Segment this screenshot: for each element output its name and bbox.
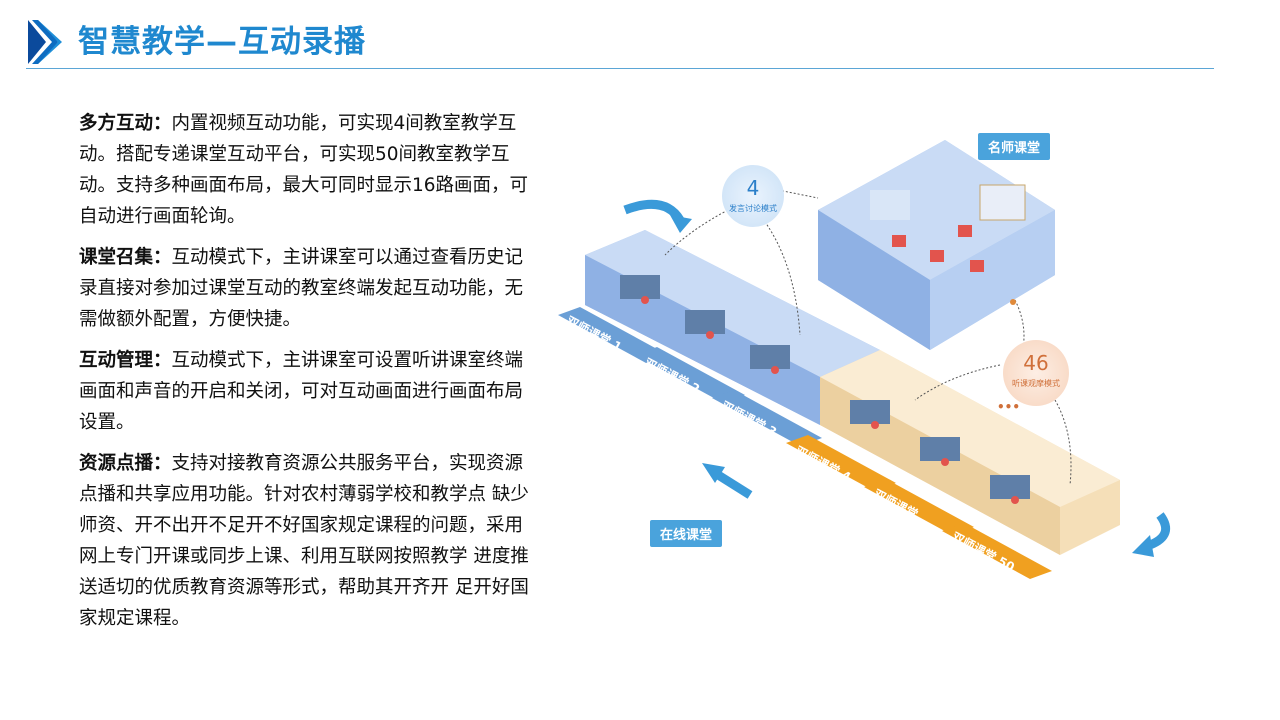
dual-teacher-rooms-blue [585, 230, 880, 425]
classroom-illustration [558, 140, 1171, 579]
page-title: 智慧教学—互动录播 [78, 24, 366, 60]
title-divider [26, 68, 1214, 69]
classroom-diagram: 名师课堂 在线课堂 4 发言讨论模式 46 听课观摩模式 ••• 双师课堂 1 … [550, 115, 1240, 605]
paragraph-body: 互动模式下，主讲课室可设置听讲课室终端画面和声音的开启和关闭，可对互动画面进行画… [79, 350, 524, 433]
paragraph-body: 支持对接教育资源公共服务平台，实现资源点播和共享应用功能。针对农村薄弱学校和教学… [79, 453, 529, 629]
observe-count: 46 [1023, 351, 1049, 375]
title-chevron-icon [28, 20, 62, 64]
feature-description: 多方互动：内置视频互动功能，可实现4间教室教学互动。搭配专递课堂互动平台，可实现… [79, 108, 539, 644]
room-labels [558, 307, 1052, 579]
discussion-count: 4 [746, 176, 760, 200]
paragraph-convene: 课堂召集：互动模式下，主讲课室可以通过查看历史记录直接对参加过课堂互动的教室终端… [79, 242, 539, 335]
famous-teacher-room [818, 140, 1055, 350]
dual-teacher-rooms-orange [820, 350, 1120, 555]
connector-dot [1010, 299, 1016, 305]
paragraph-body: 内置视频互动功能，可实现4间教室教学互动。搭配专递课堂互动平台，可实现50间教室… [79, 113, 529, 227]
paragraph-body: 互动模式下，主讲课室可以通过查看历史记录直接对参加过课堂互动的教室终端发起互动功… [79, 247, 524, 330]
flow-arrows [623, 199, 1171, 557]
famous-teacher-tag: 名师课堂 [978, 133, 1051, 160]
paragraph-heading: 多方互动： [79, 113, 172, 134]
paragraph-heading: 课堂召集： [79, 247, 172, 268]
online-class-tag: 在线课堂 [650, 520, 723, 547]
paragraph-vod: 资源点播：支持对接教育资源公共服务平台，实现资源点播和共享应用功能。针对农村薄弱… [79, 448, 539, 634]
discussion-mode-bubble: 4 发言讨论模式 [722, 165, 784, 227]
observe-caption: 听课观摩模式 [1012, 379, 1060, 388]
paragraph-multiparty: 多方互动：内置视频互动功能，可实现4间教室教学互动。搭配专递课堂互动平台，可实现… [79, 108, 539, 232]
observe-mode-bubble: 46 听课观摩模式 [1003, 340, 1069, 406]
ellipsis-dots: ••• [997, 400, 1021, 414]
paragraph-heading: 资源点播： [79, 453, 172, 474]
paragraph-management: 互动管理：互动模式下，主讲课室可设置听讲课室终端画面和声音的开启和关闭，可对互动… [79, 345, 539, 438]
paragraph-heading: 互动管理： [79, 350, 172, 371]
discussion-caption: 发言讨论模式 [729, 204, 777, 213]
